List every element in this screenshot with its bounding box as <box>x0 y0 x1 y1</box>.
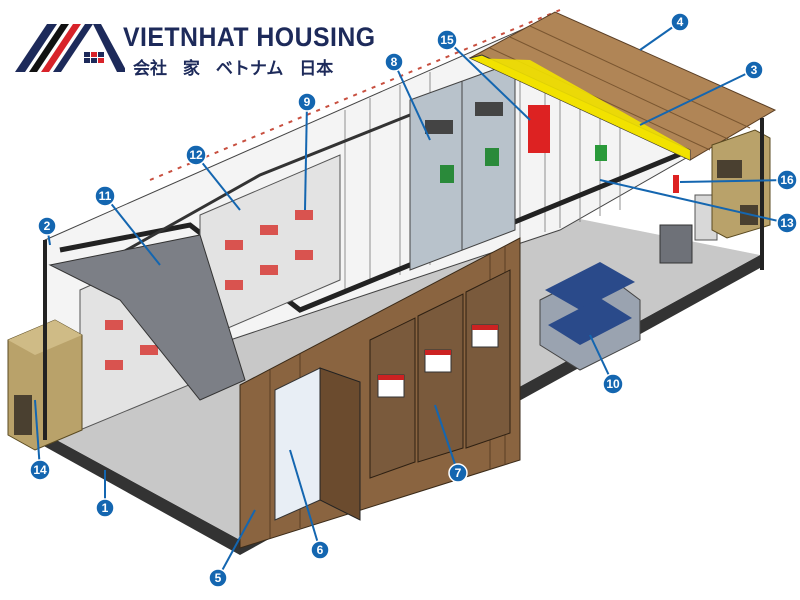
callout-6: 6 <box>310 540 330 560</box>
callout-5: 5 <box>208 568 228 588</box>
brand-tagline: 会社 家 ベトナム 日本 <box>133 59 334 79</box>
entry-doorway <box>274 367 321 521</box>
callout-14: 14 <box>29 459 51 481</box>
svg-text:6: 6 <box>317 543 324 557</box>
callout-10: 10 <box>602 373 624 395</box>
callout-2: 2 <box>37 216 57 236</box>
svg-text:13: 13 <box>780 216 794 230</box>
brand-name: VIETNHAT HOUSING <box>123 22 376 52</box>
fire-alarm-panel <box>528 105 550 153</box>
fire-extinguisher <box>673 175 679 193</box>
callout-8: 8 <box>384 52 404 72</box>
svg-text:12: 12 <box>189 148 203 162</box>
svg-text:5: 5 <box>215 571 222 585</box>
svg-text:16: 16 <box>780 173 794 187</box>
svg-text:3: 3 <box>751 63 758 77</box>
svg-text:8: 8 <box>391 55 398 69</box>
callout-9: 9 <box>297 92 317 112</box>
callout-7: 7 <box>448 463 468 483</box>
callout-11: 11 <box>94 185 116 207</box>
callout-1: 1 <box>95 498 115 518</box>
svg-text:9: 9 <box>304 95 311 109</box>
callout-13: 13 <box>776 212 798 234</box>
callout-15: 15 <box>436 29 458 51</box>
cable-duct-hood <box>48 234 246 401</box>
svg-text:14: 14 <box>33 463 47 477</box>
svg-text:7: 7 <box>455 466 462 480</box>
callout-16: 16 <box>776 169 798 191</box>
battery-rack <box>539 262 641 371</box>
svg-text:4: 4 <box>677 15 684 29</box>
entry-door-open <box>319 367 361 521</box>
junction-box <box>659 224 693 264</box>
switchgear-panels <box>409 61 516 271</box>
electrical-doors <box>369 269 511 479</box>
svg-text:11: 11 <box>99 189 112 203</box>
vietnhat-housing-logo: VIETNHAT HOUSING 会社 家 ベトナム 日本 <box>15 20 375 80</box>
callout-12: 12 <box>185 144 207 166</box>
svg-text:15: 15 <box>440 33 454 47</box>
svg-text:10: 10 <box>606 377 620 391</box>
callout-4: 4 <box>670 12 690 32</box>
callout-3: 3 <box>744 60 764 80</box>
svg-text:2: 2 <box>44 219 51 233</box>
house-roof-logo-icon <box>15 24 125 72</box>
svg-text:1: 1 <box>102 501 109 515</box>
